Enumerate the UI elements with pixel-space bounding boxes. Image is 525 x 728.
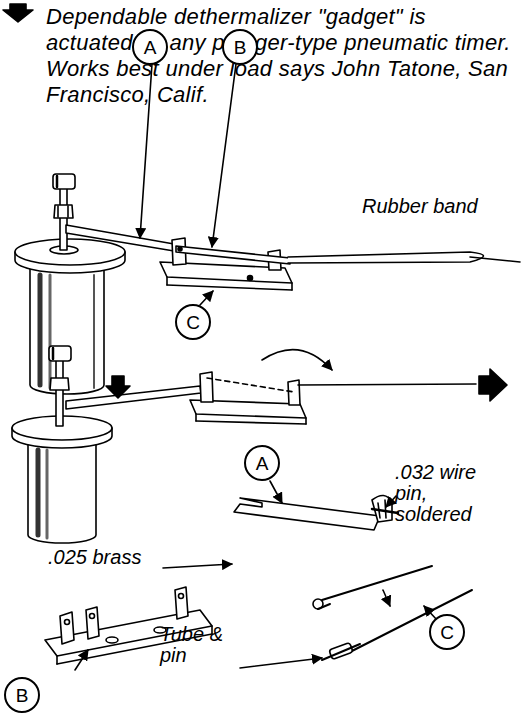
title-text: Dependable dethermalizer "gadget" is act… [46, 4, 516, 108]
callout-circle: B [4, 677, 40, 713]
timer-bottom [12, 346, 112, 543]
callout-letter: C [186, 313, 200, 332]
title-arrow [3, 4, 33, 22]
part-a [234, 495, 398, 530]
callout-circle: B [222, 29, 258, 65]
bracket-top [160, 238, 292, 290]
part-label: .032 wire pin, soldered [395, 462, 507, 525]
callout-circle: C [175, 304, 211, 340]
part-label: .025 brass [48, 547, 208, 568]
callout-letter: A [256, 454, 269, 473]
callout-circle: A [132, 29, 168, 65]
leader-lines [75, 64, 437, 670]
callout-letter: B [234, 38, 247, 57]
part-c [313, 566, 472, 660]
bracket-bottom [190, 350, 507, 424]
part-label: Rubber band [362, 196, 492, 217]
callout-letter: B [16, 686, 29, 705]
arm-bottom [66, 376, 201, 409]
callout-circle: A [244, 445, 280, 481]
rubber-band [288, 252, 520, 263]
callout-letter: A [144, 38, 157, 57]
part-label: Tube & pin [160, 624, 242, 666]
callout-circle: C [429, 614, 465, 650]
callout-letter: C [440, 623, 454, 642]
timer-top [15, 174, 125, 394]
arm-top [66, 225, 174, 251]
